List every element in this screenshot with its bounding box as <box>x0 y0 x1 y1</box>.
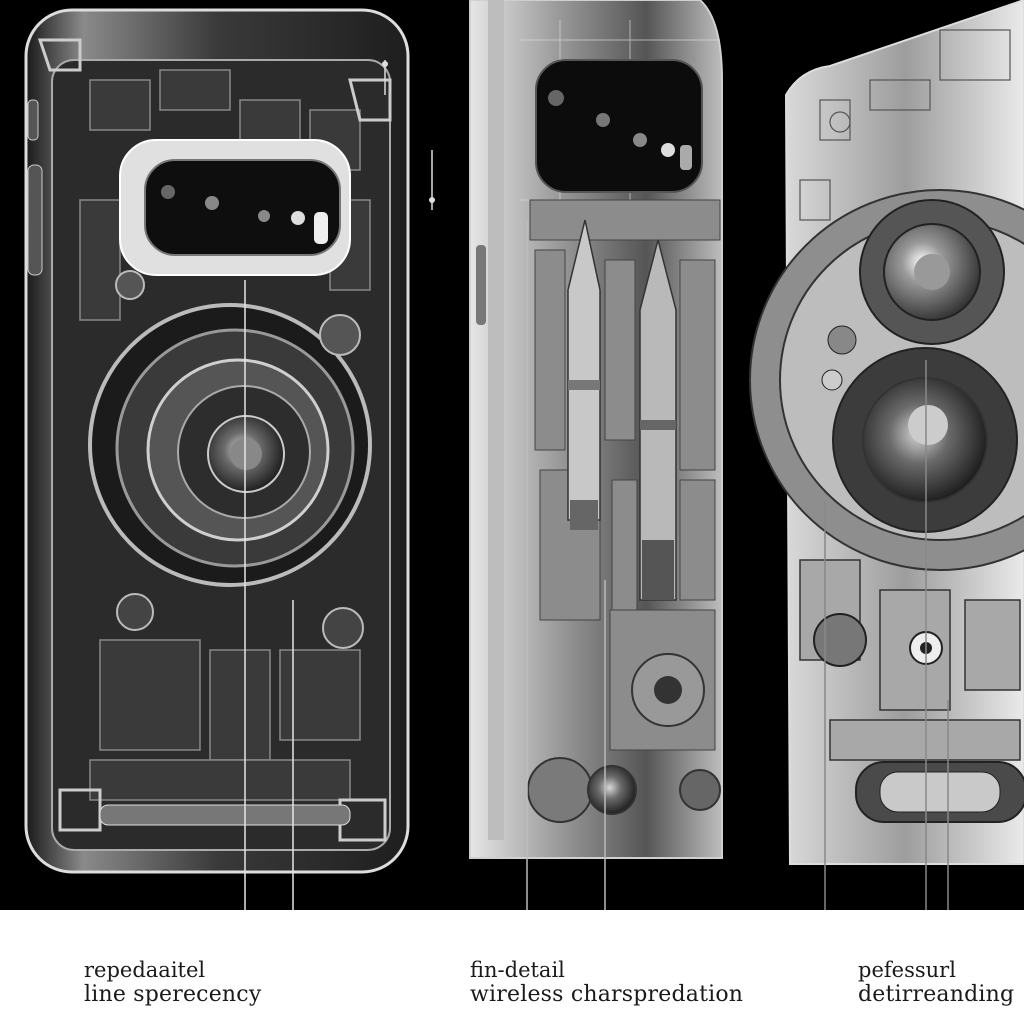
caption-middle-line2: wireless charspredation <box>470 982 744 1008</box>
caption-middle: fin-detail wireless charspredation <box>470 958 743 1007</box>
caption-left-line2: line sperecency <box>84 982 262 1008</box>
right-phone <box>749 0 1024 910</box>
caption-right-line2: detirreanding <box>858 982 1015 1008</box>
caption-band <box>0 910 1024 1024</box>
caption-right: pefessurl detirreanding <box>858 958 1014 1007</box>
caption-left-line1: repedaaitel <box>84 958 206 982</box>
illustration-area <box>24 0 1024 910</box>
caption-left: repedaaitel line sperecency <box>84 958 261 1007</box>
middle-phone <box>429 0 723 910</box>
left-phone <box>24 8 410 910</box>
caption-middle-line1: fin-detail <box>470 958 565 982</box>
phones-illustration <box>24 0 1024 910</box>
caption-right-line1: pefessurl <box>858 958 956 982</box>
